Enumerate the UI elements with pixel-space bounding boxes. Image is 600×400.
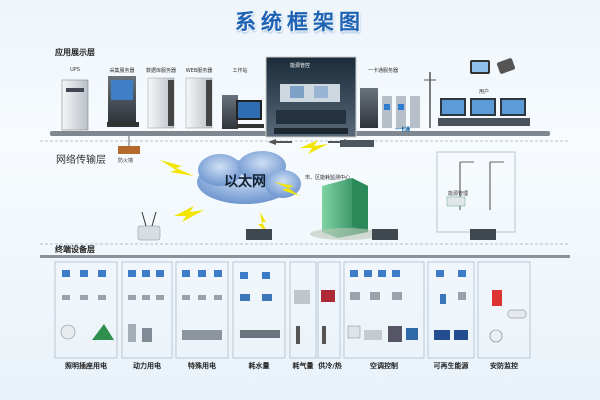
switch-2 <box>372 229 398 240</box>
page-title: 系统框架图 <box>235 9 365 34</box>
switch-1 <box>246 229 272 240</box>
category-label: 耗气量 <box>292 362 314 370</box>
web-server <box>185 77 213 129</box>
mobile-devices <box>470 58 516 74</box>
group-box-7 <box>343 261 425 359</box>
onecard-server <box>360 88 420 128</box>
core-switch <box>340 140 374 147</box>
group-box-8 <box>427 261 475 359</box>
category-label: 照明插座用电 <box>65 362 107 370</box>
wireless-bolt-1 <box>160 160 194 176</box>
collection-server <box>107 76 139 127</box>
switch-3 <box>470 229 496 240</box>
group-box-6 <box>317 261 341 359</box>
sensor-row <box>62 290 502 306</box>
app-layer-label: 应用展示层 <box>55 48 95 57</box>
group-box-9 <box>477 261 531 359</box>
monitoring-center-building <box>310 178 382 240</box>
meter-row <box>62 270 466 279</box>
group-box-5 <box>289 261 317 359</box>
db-server <box>147 77 175 129</box>
energy-mgmt-label: 能源管理 <box>448 191 469 197</box>
bottom-rail <box>40 255 570 258</box>
antenna-tower <box>424 72 436 128</box>
workstation <box>222 95 264 129</box>
category-label: 耗水量 <box>248 362 270 370</box>
category-label: 安防监控 <box>490 362 518 370</box>
wireless-bolt-2 <box>300 140 328 154</box>
category-label: 供冷/热 <box>318 362 342 370</box>
control-room-label: 能源管控 <box>290 63 311 69</box>
ups-device <box>61 79 89 131</box>
net-layer-label: 网络传输层 <box>56 155 106 166</box>
wireless-bolt-5 <box>274 182 300 196</box>
ups-label: UPS <box>70 67 80 73</box>
monitoring-center-label: 市、区能耗监测中心 <box>305 175 351 181</box>
control-room <box>265 56 357 138</box>
link-arrow-left <box>268 139 292 145</box>
web-server-label: WEB服务器 <box>185 68 213 74</box>
onecard-label: 一卡通 <box>395 127 411 133</box>
wireless-gateway <box>137 211 161 241</box>
category-label: 可再生能源 <box>433 362 469 370</box>
category-label: 空调控制 <box>370 362 398 370</box>
term-layer-label: 终端设备层 <box>55 245 95 254</box>
category-label: 动力用电 <box>133 362 161 370</box>
user-label: 用户 <box>478 89 490 95</box>
wireless-bolt-3 <box>174 206 204 222</box>
collection-server-label: 采集服务器 <box>109 68 135 74</box>
group-box-3 <box>175 261 229 359</box>
firewall-label: 防火墙 <box>118 158 134 164</box>
group-box-1 <box>54 261 118 359</box>
user-workstations <box>438 98 530 126</box>
firewall <box>118 136 140 154</box>
ethernet-label: 以太网 <box>224 174 266 190</box>
terminal-row <box>60 309 527 344</box>
onecard-server-label: 一卡通服务器 <box>367 68 399 74</box>
category-label: 特殊用电 <box>188 362 216 370</box>
group-box-4 <box>232 261 286 359</box>
workstation-label: 工作站 <box>232 68 248 74</box>
db-server-label: 数据库服务器 <box>145 68 177 74</box>
group-box-2 <box>121 261 173 359</box>
streetlight-area <box>436 151 516 233</box>
